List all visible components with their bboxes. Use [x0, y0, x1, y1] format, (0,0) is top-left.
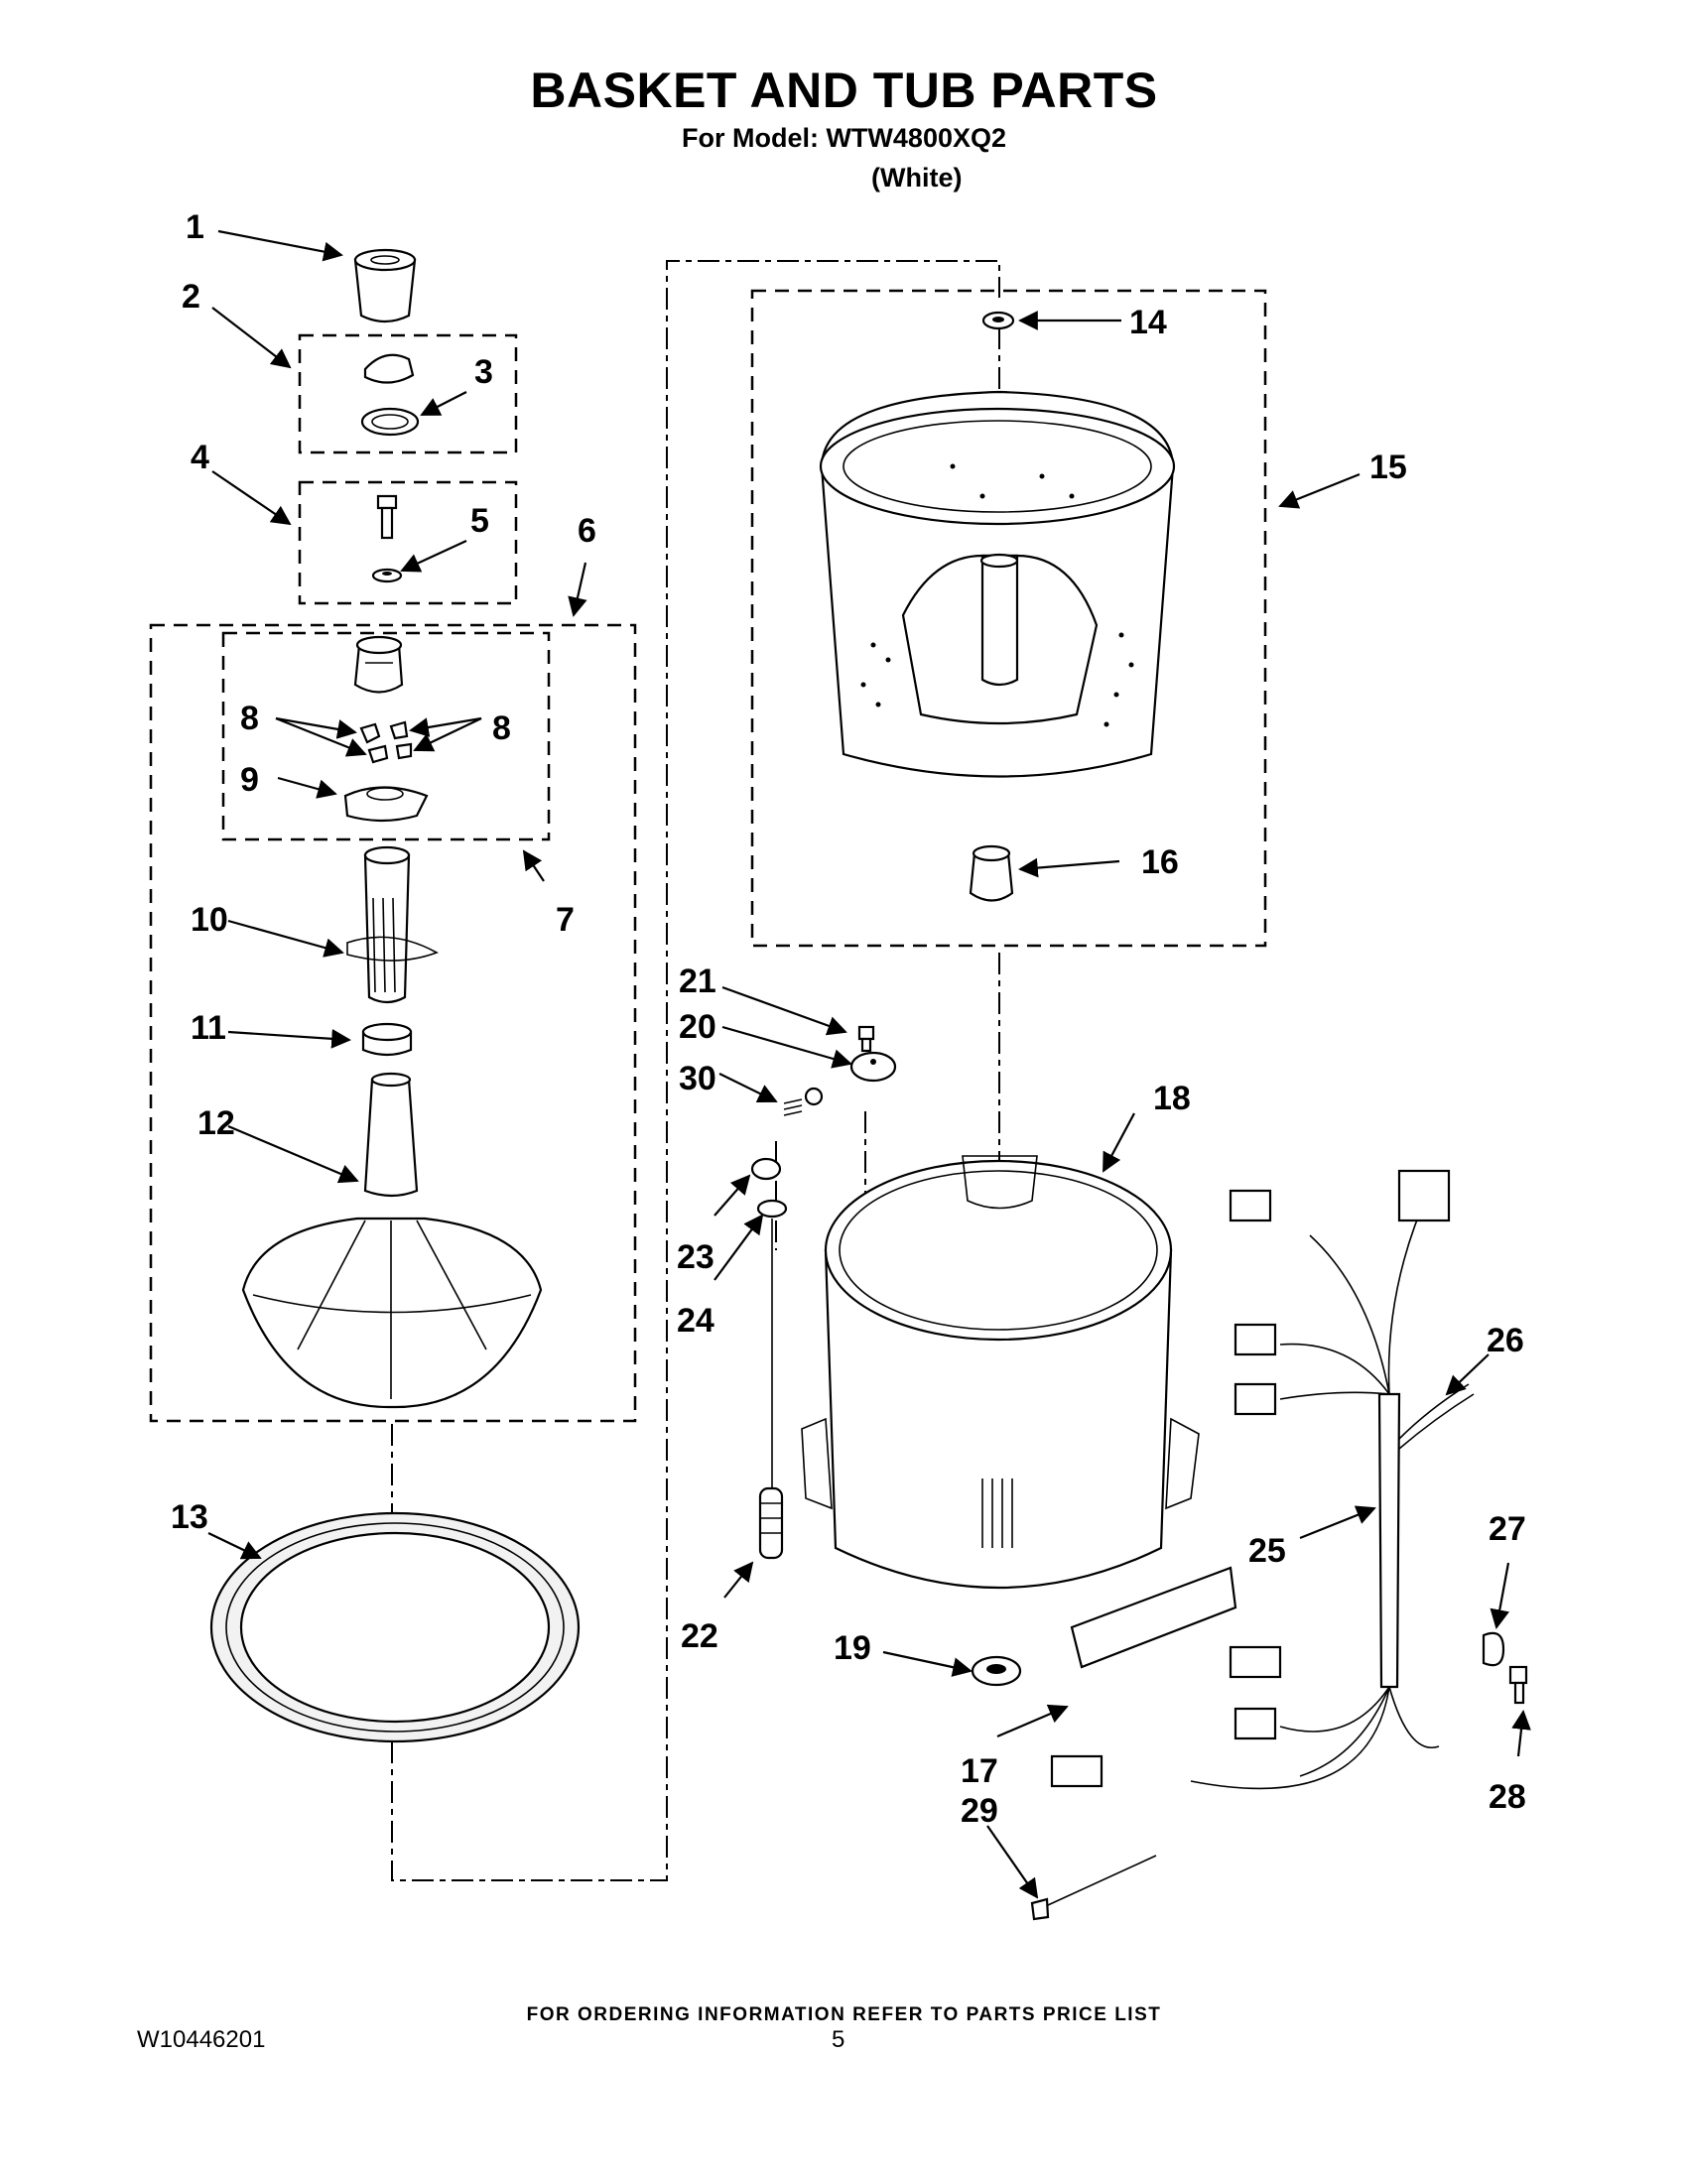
part-27-clamp: [1482, 1631, 1505, 1667]
part-15-basket: [819, 390, 1176, 778]
document-number: W10446201: [137, 2026, 266, 2053]
part-19-tub-seal: [971, 1655, 1022, 1687]
group-box-2: [298, 333, 518, 454]
part-3-cap-seal: [360, 353, 420, 437]
group-box-7: [221, 631, 551, 841]
callout-11: 11: [191, 1009, 226, 1047]
callout-21: 21: [679, 963, 716, 1000]
callout-28: 28: [1489, 1778, 1526, 1816]
callout-14: 14: [1129, 304, 1167, 341]
callout-6: 6: [578, 512, 596, 550]
group-box-15: [750, 289, 1267, 948]
callout-8b: 8: [492, 709, 511, 747]
part-30-spring: [783, 1087, 824, 1116]
part-1-dispenser: [353, 248, 417, 323]
callout-3: 3: [474, 353, 493, 391]
part-22-filter: [758, 1260, 784, 1560]
color-note: (White): [871, 163, 963, 193]
callout-24: 24: [677, 1302, 714, 1340]
part-21-screw: [857, 1025, 875, 1053]
part-7-cam: [353, 635, 404, 694]
callout-13: 13: [171, 1498, 208, 1536]
callout-1: 1: [186, 208, 204, 246]
part-14-nut: [981, 311, 1015, 330]
part-13-balance-ring: [209, 1511, 581, 1743]
part-28-screw: [1508, 1665, 1528, 1705]
callout-4: 4: [191, 439, 209, 476]
part-9-dog-plate: [343, 786, 429, 823]
connection-line-left: [391, 260, 1000, 1881]
part-12-agitator-base: [241, 1072, 543, 1409]
callout-16: 16: [1141, 843, 1179, 881]
page-title: BASKET AND TUB PARTS: [530, 63, 1158, 118]
callout-7: 7: [556, 901, 575, 939]
group-box-4: [298, 480, 518, 605]
part-20-bracket: [849, 1051, 897, 1083]
part-16-hub: [969, 844, 1014, 902]
part-8-dogs: [359, 720, 413, 764]
page-number: 5: [832, 2026, 845, 2053]
group-box-6: [149, 623, 637, 1423]
part-18-outer-tub: [801, 1155, 1200, 1589]
callout-10: 10: [191, 901, 228, 939]
callout-9: 9: [240, 761, 259, 799]
part-25-wire-harness: [1050, 1169, 1451, 1790]
callout-29: 29: [961, 1792, 998, 1830]
part-17-label: [1070, 1566, 1237, 1669]
callout-25: 25: [1248, 1532, 1286, 1570]
callout-18: 18: [1153, 1080, 1191, 1117]
part-23-pump-cap: [750, 1157, 782, 1181]
part-24-clip: [756, 1199, 788, 1260]
callout-22: 22: [681, 1617, 718, 1655]
callout-8a: 8: [240, 700, 259, 737]
ordering-note: FOR ORDERING INFORMATION REFER TO PARTS …: [526, 2004, 1162, 2025]
callout-5: 5: [470, 502, 489, 540]
callout-26: 26: [1487, 1322, 1524, 1359]
callout-17: 17: [961, 1752, 998, 1790]
callout-12: 12: [197, 1104, 235, 1142]
model-line: For Model: WTW4800XQ2: [681, 123, 1007, 153]
part-11-drive-bell: [361, 1022, 413, 1057]
part-10-auger: [346, 845, 439, 1004]
leader-lines: [207, 229, 1531, 1899]
part-5-bolt-washer: [371, 494, 403, 583]
callout-23: 23: [677, 1238, 714, 1276]
callout-2: 2: [182, 278, 200, 316]
callout-19: 19: [834, 1629, 871, 1667]
part-29-tie-strap: [1030, 1855, 1157, 1921]
callout-30: 30: [679, 1060, 716, 1097]
part-26-hose: [1398, 1383, 1475, 1450]
callout-27: 27: [1489, 1510, 1526, 1548]
callout-15: 15: [1369, 449, 1407, 486]
callout-20: 20: [679, 1008, 716, 1046]
